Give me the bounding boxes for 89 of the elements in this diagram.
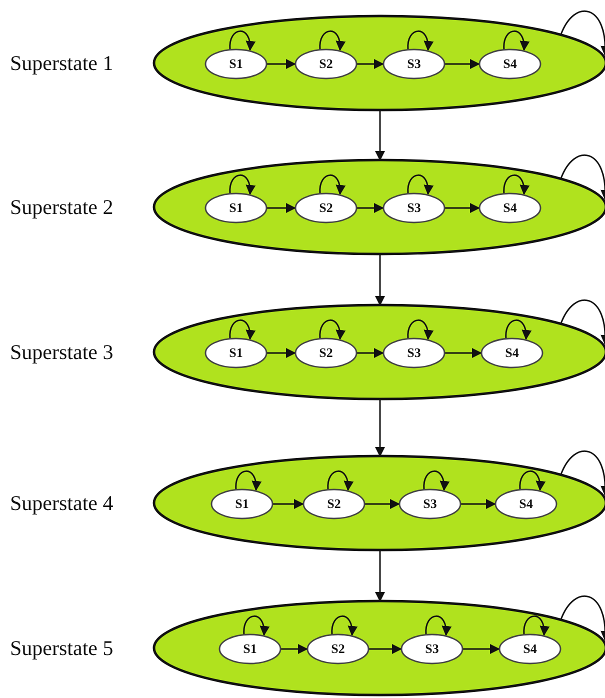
self-loop-arrow: [243, 616, 269, 636]
state-label: S3: [422, 496, 438, 512]
self-loop-arrow: [425, 616, 451, 636]
superstate-label: Superstate 1: [10, 51, 114, 75]
state-label: S2: [330, 641, 346, 657]
self-loop-arrow: [407, 30, 433, 51]
arrow: [445, 348, 482, 358]
self-loop-arrow: [503, 174, 529, 195]
arrow: [445, 59, 480, 69]
state-ellipse: [306, 633, 370, 665]
state-label: S2: [318, 345, 334, 361]
self-loop-arrow: [319, 30, 345, 51]
self-loop-arrow: [519, 470, 545, 491]
arrow: [445, 203, 480, 213]
state-label: S4: [502, 56, 518, 72]
state-label: S4: [502, 200, 518, 216]
state-label: S1: [228, 345, 244, 361]
arrow: [375, 254, 385, 306]
state-ellipse: [498, 633, 562, 665]
arrow: [267, 203, 296, 213]
state-ellipse: [204, 192, 268, 224]
state-label: S1: [228, 200, 244, 216]
state-ellipse: [218, 633, 282, 665]
arrow: [461, 499, 496, 509]
state-label: S1: [228, 56, 244, 72]
state-label: S1: [234, 496, 250, 512]
arrow: [267, 59, 296, 69]
self-loop-arrow: [229, 30, 255, 51]
self-loop-arrow: [235, 470, 261, 491]
state-ellipse: [294, 192, 358, 224]
self-loop-arrow: [560, 154, 605, 200]
state-ellipse: [294, 48, 358, 80]
state-ellipse: [478, 192, 542, 224]
state-ellipse: [382, 337, 446, 369]
state-label: S4: [518, 496, 534, 512]
arrow: [375, 110, 385, 161]
arrow: [357, 348, 384, 358]
state-ellipse: [382, 192, 446, 224]
state-label: S3: [406, 345, 422, 361]
superstate-label: Superstate 5: [10, 636, 114, 660]
state-label: S4: [522, 641, 538, 657]
self-loop-arrow: [319, 320, 345, 340]
state-ellipse: [204, 337, 268, 369]
self-loop-arrow: [407, 174, 433, 195]
state-ellipse: [382, 48, 446, 80]
state-label: S3: [406, 56, 422, 72]
state-ellipse: [494, 488, 558, 520]
state-ellipse: [400, 633, 464, 665]
state-label: S3: [424, 641, 440, 657]
state-ellipse: [294, 337, 358, 369]
self-loop-arrow: [523, 616, 549, 636]
arrow: [357, 59, 384, 69]
state-label: S4: [504, 345, 520, 361]
arrow: [273, 499, 304, 509]
self-loop-arrow: [560, 595, 605, 641]
superstate-label: Superstate 3: [10, 340, 114, 364]
self-loop-arrow: [423, 470, 449, 491]
state-label: S1: [242, 641, 258, 657]
self-loop-arrow: [331, 616, 357, 636]
state-label: S3: [406, 200, 422, 216]
arrow: [463, 644, 500, 654]
state-ellipse: [302, 488, 366, 520]
arrow: [365, 499, 400, 509]
self-loop-arrow: [503, 30, 529, 51]
arrow: [369, 644, 402, 654]
self-loop-arrow: [560, 10, 605, 56]
state-ellipse: [478, 48, 542, 80]
superstate-label: Superstate 2: [10, 195, 114, 219]
arrow: [375, 399, 385, 457]
self-loop-arrow: [560, 299, 605, 345]
state-ellipse: [398, 488, 462, 520]
arrow: [267, 348, 296, 358]
state-ellipse: [480, 337, 544, 369]
self-loop-arrow: [505, 320, 531, 340]
state-label: S2: [318, 56, 334, 72]
arrow: [375, 550, 385, 602]
self-loop-arrow: [319, 174, 345, 195]
state-label: S2: [326, 496, 342, 512]
state-ellipse: [204, 48, 268, 80]
self-loop-arrow: [327, 470, 353, 491]
self-loop-arrow: [229, 320, 255, 340]
state-label: S2: [318, 200, 334, 216]
self-loop-arrow: [407, 320, 433, 340]
self-loop-arrow: [229, 174, 255, 195]
arrow: [357, 203, 384, 213]
self-loop-arrow: [560, 450, 605, 496]
superstate-label: Superstate 4: [10, 491, 114, 515]
state-ellipse: [210, 488, 274, 520]
arrow: [281, 644, 308, 654]
